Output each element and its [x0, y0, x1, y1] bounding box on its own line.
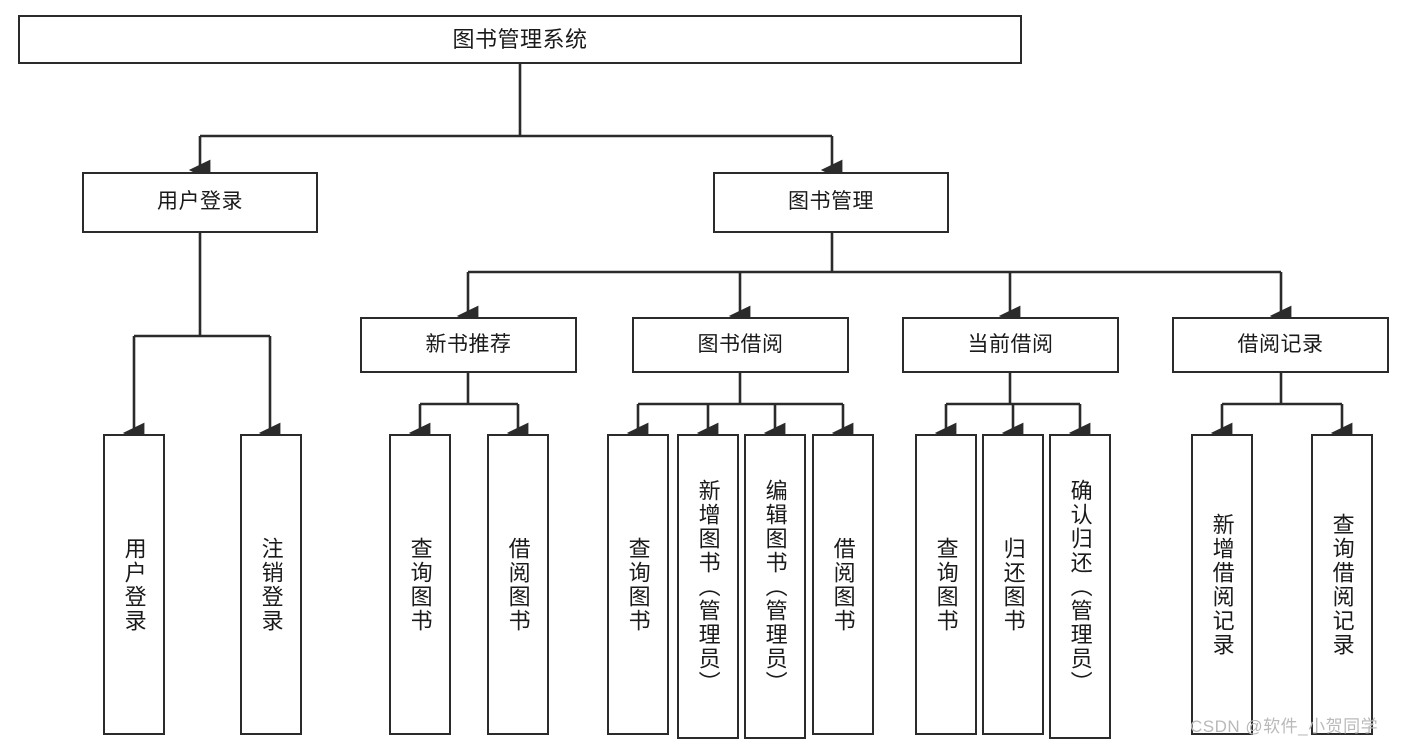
node-label: 借阅记录 — [1237, 332, 1324, 356]
node-leaf-logout[interactable]: 注销登录 — [240, 434, 302, 735]
node-label: 借阅图书 — [830, 536, 856, 633]
node-label: 确认归还（管理员） — [1067, 478, 1093, 695]
node-leaf-user-login[interactable]: 用户登录 — [103, 434, 165, 735]
node-leaf-borrow-book-recommend[interactable]: 借阅图书 — [487, 434, 549, 735]
node-leaf-confirm-return-admin[interactable]: 确认归还（管理员） — [1049, 434, 1111, 739]
node-leaf-borrow-book-borrow[interactable]: 借阅图书 — [812, 434, 874, 735]
node-leaf-query-book-recommend[interactable]: 查询图书 — [389, 434, 451, 735]
node-label: 图书管理 — [788, 190, 874, 214]
node-label: 归还图书 — [1000, 536, 1026, 633]
node-root-library-management-system[interactable]: 图书管理系统 — [18, 15, 1022, 64]
node-label: 查询图书 — [407, 536, 433, 633]
node-current-borrow[interactable]: 当前借阅 — [902, 317, 1119, 373]
node-user-login[interactable]: 用户登录 — [82, 172, 318, 233]
node-label: 图书借阅 — [697, 332, 784, 356]
node-label: 当前借阅 — [967, 332, 1054, 356]
csdn-watermark: CSDN @软件_小贺同学 — [1190, 717, 1379, 736]
node-leaf-add-borrow-record[interactable]: 新增借阅记录 — [1191, 434, 1253, 735]
node-book-management[interactable]: 图书管理 — [713, 172, 949, 233]
node-label: 编辑图书（管理员） — [762, 478, 788, 695]
node-leaf-return-book[interactable]: 归还图书 — [982, 434, 1044, 735]
node-leaf-query-borrow-record[interactable]: 查询借阅记录 — [1311, 434, 1373, 735]
node-new-book-recommend[interactable]: 新书推荐 — [360, 317, 577, 373]
node-label: 查询图书 — [625, 536, 651, 633]
node-label: 查询图书 — [933, 536, 959, 633]
node-label: 注销登录 — [258, 536, 284, 633]
node-label: 新增图书（管理员） — [695, 478, 721, 695]
node-book-borrow[interactable]: 图书借阅 — [632, 317, 849, 373]
node-leaf-edit-book-admin[interactable]: 编辑图书（管理员） — [744, 434, 806, 739]
node-label: 新增借阅记录 — [1209, 512, 1235, 657]
node-leaf-query-book-borrow[interactable]: 查询图书 — [607, 434, 669, 735]
node-label: 用户登录 — [121, 536, 147, 633]
node-label: 新书推荐 — [425, 332, 512, 356]
node-label: 图书管理系统 — [452, 26, 588, 52]
node-label: 查询借阅记录 — [1329, 512, 1355, 657]
node-leaf-add-book-admin[interactable]: 新增图书（管理员） — [677, 434, 739, 739]
node-label: 用户登录 — [157, 190, 243, 214]
node-leaf-query-book-current[interactable]: 查询图书 — [915, 434, 977, 735]
node-borrow-record[interactable]: 借阅记录 — [1172, 317, 1389, 373]
node-label: 借阅图书 — [505, 536, 531, 633]
